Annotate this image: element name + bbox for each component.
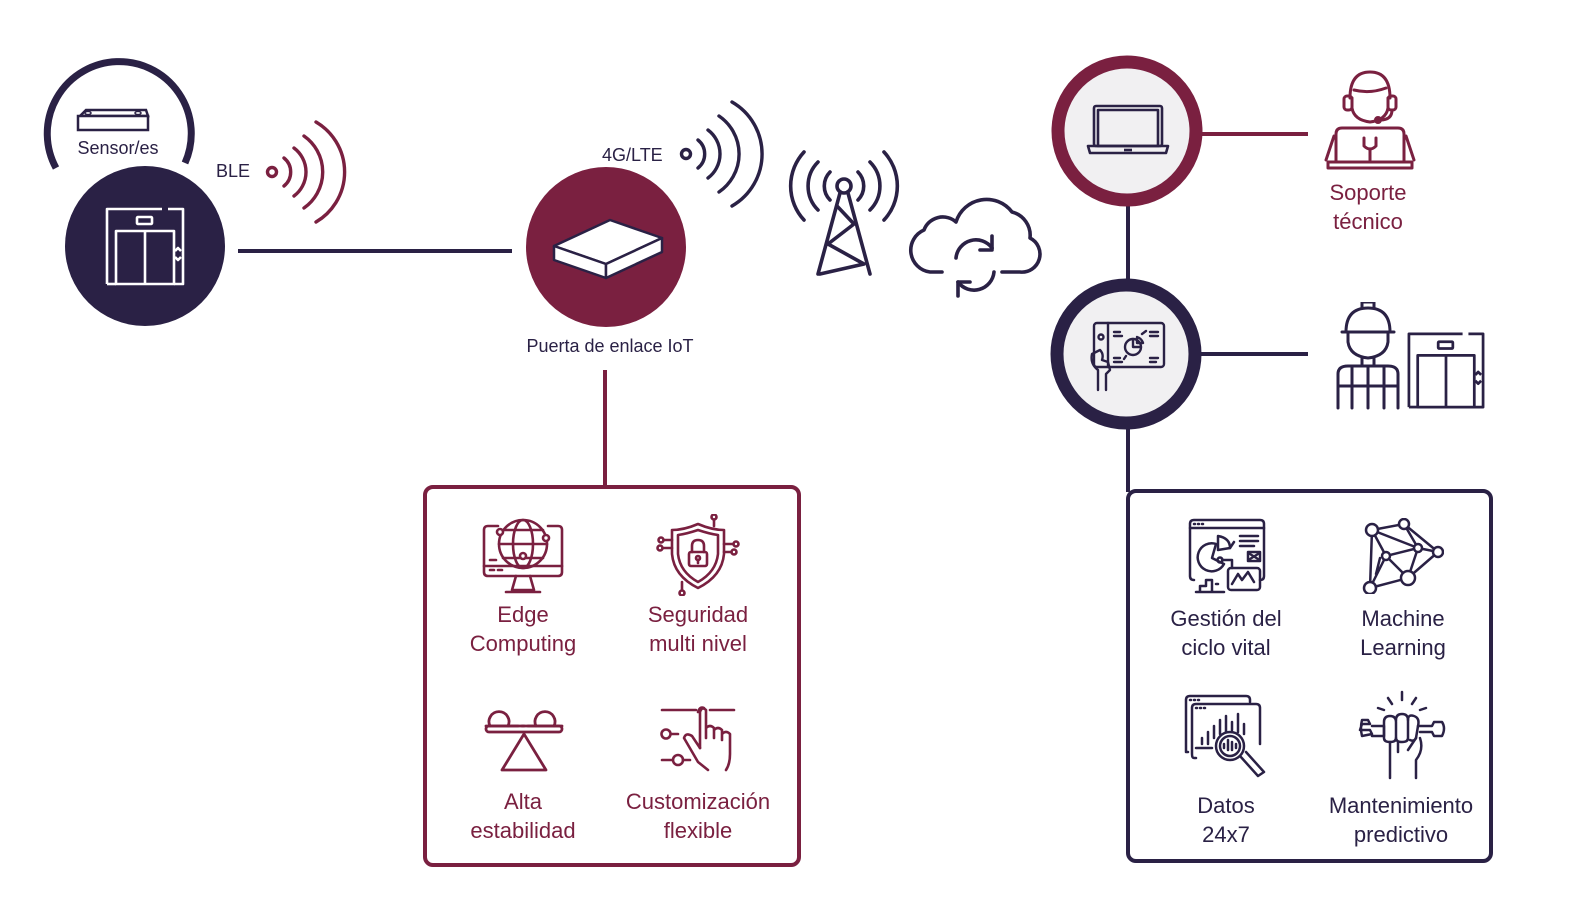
neural-network-icon bbox=[1362, 518, 1444, 594]
tablet-analytics-icon bbox=[1090, 321, 1166, 392]
ble-signal-icon bbox=[265, 120, 347, 224]
feature-label-line1: Edge bbox=[497, 602, 549, 627]
feature-label-line2: ciclo vital bbox=[1181, 635, 1271, 660]
support-label-line2: técnico bbox=[1333, 209, 1403, 234]
feature-label-line1: Gestión del bbox=[1170, 606, 1282, 631]
support-agent-icon bbox=[1324, 70, 1416, 170]
feature-label-line1: Customización bbox=[625, 789, 771, 814]
feature-label-line1: Datos bbox=[1197, 793, 1255, 818]
feature-label-line2: 24x7 bbox=[1202, 822, 1250, 847]
feature-label-line2: predictivo bbox=[1353, 822, 1449, 847]
cloud-sync-icon bbox=[909, 197, 1042, 298]
slider-hand-icon bbox=[660, 706, 736, 772]
elevator-outline-icon bbox=[1407, 332, 1485, 409]
sensor-arc bbox=[43, 58, 195, 170]
feature-label-line2: estabilidad bbox=[470, 818, 576, 843]
data-search-icon bbox=[1184, 694, 1266, 778]
feature-label-line1: Machine bbox=[1361, 606, 1445, 631]
laptop-icon bbox=[1086, 104, 1170, 155]
feature-label-line2: Computing bbox=[469, 631, 577, 656]
globe-monitor-icon bbox=[482, 518, 564, 594]
lte-signal-icon bbox=[679, 100, 764, 208]
feature-label-line1: Alta bbox=[504, 789, 542, 814]
dashboard-analytics-icon bbox=[1188, 518, 1266, 594]
gateway-label: Puerta de enlace IoT bbox=[526, 336, 694, 356]
gateway-box-icon bbox=[552, 218, 664, 280]
support-label-line1: Soporte bbox=[1329, 180, 1407, 205]
feature-label-line2: Learning bbox=[1360, 635, 1446, 660]
feature-label-line1: Seguridad bbox=[647, 602, 749, 627]
cell-tower-icon bbox=[788, 150, 900, 276]
elevator-icon bbox=[105, 207, 185, 286]
sensor-label: Sensor/es bbox=[77, 138, 159, 158]
sensor-device-icon bbox=[76, 108, 150, 132]
lte-label: 4G/LTE bbox=[602, 145, 663, 165]
tablet-node[interactable] bbox=[1050, 278, 1202, 430]
shield-lock-icon bbox=[656, 514, 740, 596]
technician-icon bbox=[1336, 302, 1400, 410]
feature-label-line1: Mantenimiento bbox=[1328, 793, 1474, 818]
feature-label-line2: multi nivel bbox=[649, 631, 747, 656]
feature-label-line2: flexible bbox=[663, 818, 733, 843]
balance-scale-icon bbox=[484, 710, 564, 772]
laptop-node[interactable] bbox=[1051, 55, 1203, 207]
fist-wrench-icon bbox=[1358, 690, 1446, 780]
ble-label: BLE bbox=[216, 161, 251, 181]
